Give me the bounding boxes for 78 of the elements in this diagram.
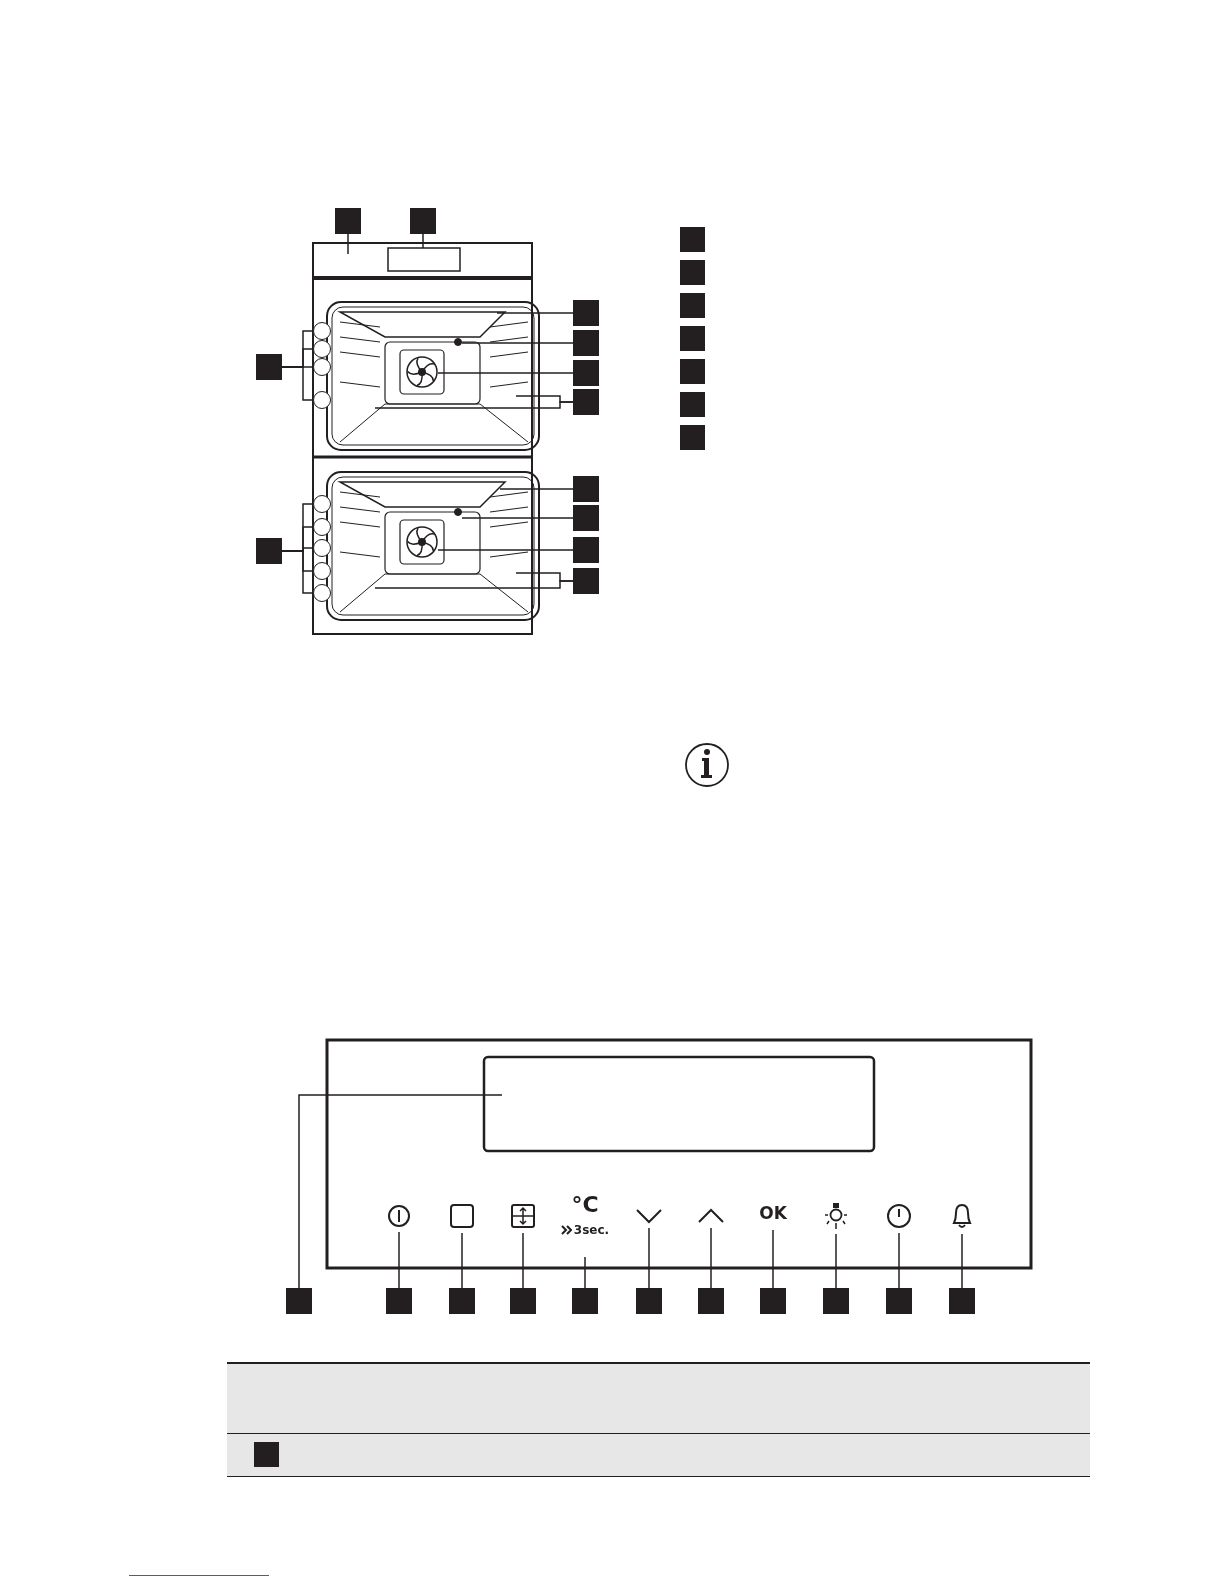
leader-line [374, 580, 574, 589]
leader-line [522, 1232, 524, 1289]
callout-number [449, 1288, 475, 1314]
callout-number [573, 300, 599, 326]
lamp-icon [824, 1203, 848, 1229]
leader-line [648, 1227, 650, 1289]
leader-line [835, 1233, 837, 1289]
leader-line [584, 1256, 586, 1289]
leader-line [898, 1232, 900, 1289]
callout-number [335, 208, 361, 234]
leader-line [437, 549, 574, 551]
shelf-position-circle [313, 358, 331, 376]
ok-button-label: OK [759, 1205, 787, 1222]
callout-number [510, 1288, 536, 1314]
callout-number [286, 1288, 312, 1314]
power-icon [388, 1205, 410, 1227]
callout-number [573, 360, 599, 386]
callout-number [760, 1288, 786, 1314]
leader-line [374, 401, 574, 409]
leader-line [499, 488, 574, 490]
callout-number [636, 1288, 662, 1314]
shelf-position-circle [313, 562, 331, 580]
leader-line [422, 233, 424, 249]
shelf-position-circle [313, 340, 331, 358]
leader-line [298, 1094, 503, 1289]
bell-icon [951, 1203, 973, 1229]
duration-label: 3sec. [573, 1224, 610, 1236]
leader-line [772, 1229, 774, 1289]
temperature-button-label: °C [571, 1194, 599, 1216]
callout-number [573, 389, 599, 415]
callout-number [573, 505, 599, 531]
up-down-arrow-icon [511, 1204, 535, 1228]
leader-line [281, 366, 314, 401]
leader-line [496, 312, 574, 314]
leader-line [437, 372, 574, 374]
leader-line [398, 1231, 400, 1289]
shelf-position-circle [313, 518, 331, 536]
callout-number [680, 359, 705, 384]
chevron-up-icon [698, 1209, 724, 1223]
shelf-position-circle [313, 495, 331, 513]
callout-number [573, 330, 599, 356]
leader-line [461, 342, 574, 344]
leader-line [281, 550, 314, 594]
callout-number [680, 392, 705, 417]
callout-number [680, 326, 705, 351]
callout-number [949, 1288, 975, 1314]
callout-number [680, 227, 705, 252]
callout-number [256, 538, 282, 564]
callout-number [573, 476, 599, 502]
callout-number [572, 1288, 598, 1314]
clock-icon [887, 1204, 911, 1228]
leader-line [347, 233, 349, 255]
shelf-position-circle [313, 584, 331, 602]
callout-number [410, 208, 436, 234]
callout-number [886, 1288, 912, 1314]
square-icon [450, 1204, 474, 1228]
lamp-dot [454, 338, 462, 346]
shelf-position-circle [313, 391, 331, 409]
callout-number [698, 1288, 724, 1314]
callout-number [680, 425, 705, 450]
fan-icon [406, 526, 438, 558]
callout-number [823, 1288, 849, 1314]
callout-number [256, 354, 282, 380]
chevron-down-icon [636, 1209, 662, 1223]
leader-line [461, 517, 574, 519]
fan-icon [406, 356, 438, 388]
shelf-position-circle [313, 322, 331, 340]
leader-line [710, 1227, 712, 1289]
lamp-dot [454, 508, 462, 516]
callout-number [680, 293, 705, 318]
callout-number [254, 1442, 279, 1467]
leader-line [461, 1232, 463, 1289]
callout-number [573, 537, 599, 563]
leader-line [961, 1233, 963, 1289]
callout-number [386, 1288, 412, 1314]
shelf-position-circle [313, 539, 331, 557]
callout-number [680, 260, 705, 285]
callout-number [573, 568, 599, 594]
